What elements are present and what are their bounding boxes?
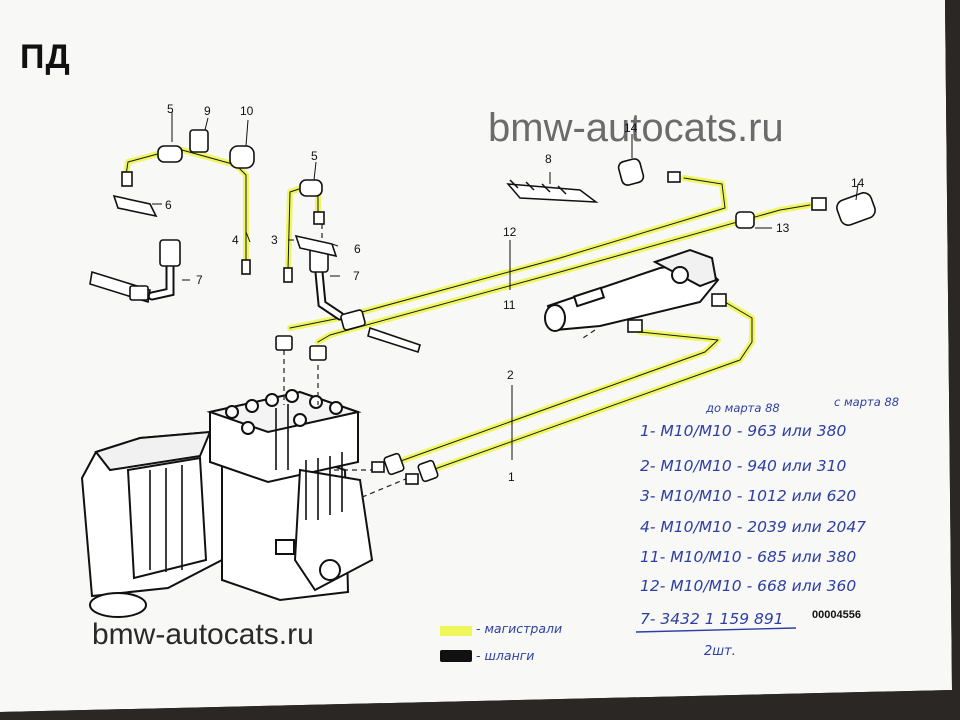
part-number-6b: 6 <box>354 242 361 256</box>
part-number-13: 13 <box>776 221 790 235</box>
table-row: 11- М10/М10 - 685 или 380 <box>640 548 857 566</box>
quantity-note: 2шт. <box>704 644 736 659</box>
table-row: 2- М10/М10 - 940 или 310 <box>640 457 847 475</box>
table-header-after: с марта 88 <box>834 395 900 409</box>
watermark-top: bmw-autocats.ru <box>488 106 784 150</box>
legend-hoses-label: - шланги <box>476 648 535 663</box>
part-number-1: 1 <box>508 470 515 484</box>
legend-yellow-swatch <box>440 626 472 636</box>
part-number-11: 11 <box>503 298 516 312</box>
part-number-4: 4 <box>232 233 239 247</box>
part-number-5a: 5 <box>167 102 174 116</box>
part-number-14a: 14 <box>624 121 638 135</box>
brake-hoses <box>147 257 345 321</box>
part-number-9: 9 <box>204 104 211 118</box>
table-row: 7- 3432 1 159 891 <box>640 610 784 628</box>
table-row: 12- М10/М10 - 668 или 360 <box>640 577 857 595</box>
corner-label: ПД <box>20 38 71 76</box>
watermark-bottom: bmw-autocats.ru <box>92 618 314 651</box>
part-number-7b: 7 <box>353 269 360 283</box>
legend-black-swatch <box>440 650 472 662</box>
part-number-3: 3 <box>271 233 278 247</box>
part-number-7a: 7 <box>196 273 203 287</box>
diagram-code: 00004556 <box>812 609 861 621</box>
part-number-8: 8 <box>545 152 552 166</box>
master-cylinder-drawing <box>544 248 720 332</box>
table-header-before: до марта 88 <box>706 401 780 415</box>
highlighted-brake-lines <box>123 147 813 473</box>
part-number-6a: 6 <box>165 198 172 212</box>
legend-lines-label: - магистрали <box>476 621 563 636</box>
line-clips <box>506 179 599 203</box>
table-row: 1- М10/М10 - 963 или 380 <box>640 422 847 440</box>
abs-unit-drawing <box>80 389 374 618</box>
part-number-2: 2 <box>507 368 514 382</box>
part-number-5b: 5 <box>311 149 318 163</box>
table-row: 4- М10/М10 - 2039 или 2047 <box>640 518 867 536</box>
part-number-14b: 14 <box>851 176 865 190</box>
part-number-10: 10 <box>240 104 254 118</box>
fittings <box>89 129 876 485</box>
part-number-12: 12 <box>503 225 517 239</box>
table-row: 3- М10/М10 - 1012 или 620 <box>640 487 857 505</box>
